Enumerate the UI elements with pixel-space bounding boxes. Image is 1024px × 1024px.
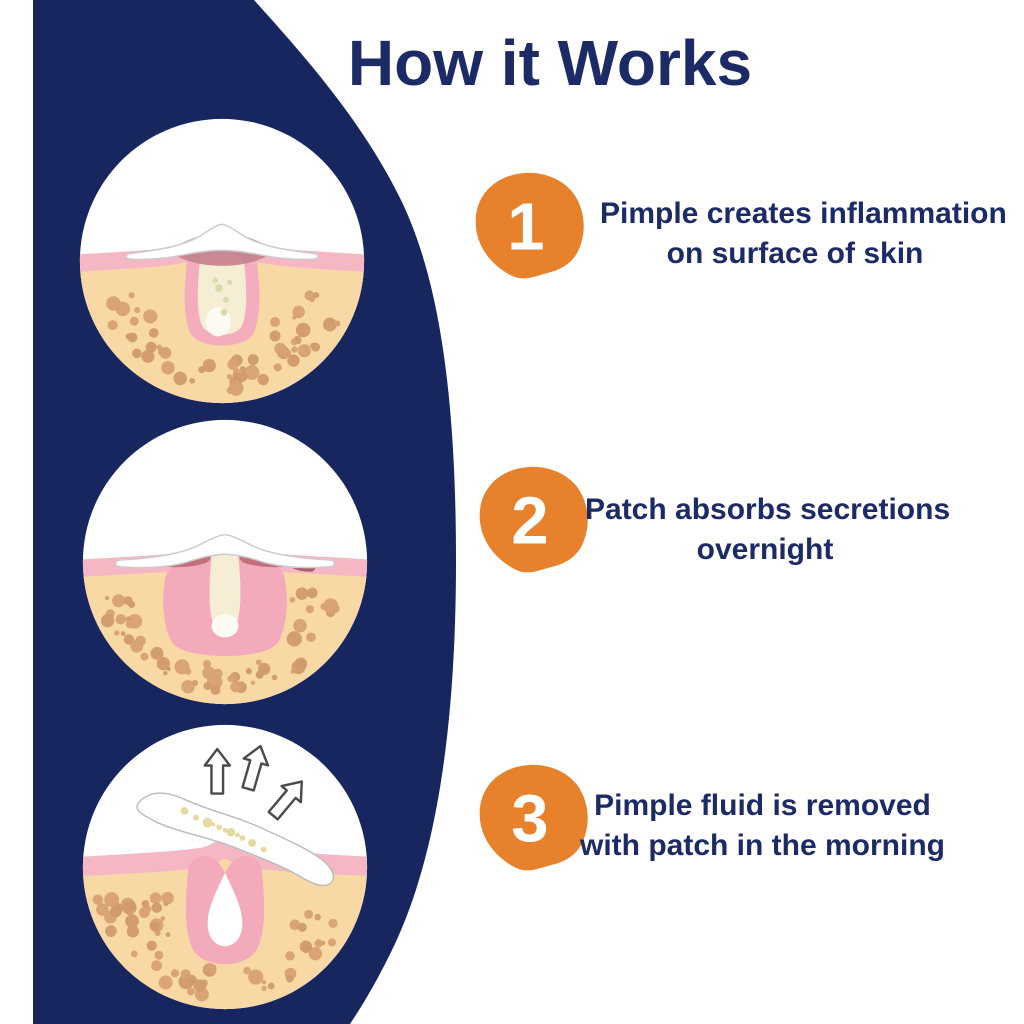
page-title: How it Works (347, 27, 753, 99)
step1-number-badge: 1 (466, 166, 590, 288)
step1-illustration (77, 116, 367, 406)
arrow-icon (267, 780, 303, 821)
step2-illustration (80, 417, 370, 707)
orange-blob-shape (475, 172, 584, 279)
arrow-icon (241, 744, 270, 792)
skin-pores-dots (100, 587, 340, 695)
orange-blob-shape (479, 466, 588, 573)
skin-cross-section-removal-icon (82, 724, 368, 1010)
step2-description: Patch absorbs secretions overnight (585, 490, 951, 570)
orange-blob-shape (479, 764, 588, 871)
skin-pores-dots (92, 891, 338, 1002)
fluid-highlight (211, 614, 239, 638)
step1-description: Pimple creates inflammation on surface o… (600, 194, 1007, 274)
up-arrows-icon (203, 744, 303, 821)
step3-line2: with patch in the morning (580, 829, 945, 862)
empty-pore (207, 872, 243, 947)
step1-line2: on surface of skin (666, 237, 924, 270)
step2-line2: overnight (696, 533, 834, 566)
absorbed-fluid-crumbs (180, 807, 267, 853)
step3-line1: Pimple fluid is removed (594, 789, 931, 822)
patch-shape (125, 223, 319, 261)
skin-cross-section-inflamed-icon (79, 118, 365, 404)
arrow-icon (203, 747, 232, 795)
step2-line1: Patch absorbs secretions (585, 493, 951, 526)
patch-shape (114, 534, 336, 569)
step-number: 1 (507, 189, 544, 264)
step2-number-badge: 2 (470, 460, 594, 582)
step-number: 2 (511, 483, 548, 558)
step3-illustration (80, 722, 370, 1012)
skin-cross-section-absorbing-icon (82, 419, 368, 705)
step3-description: Pimple fluid is removed with patch in th… (575, 786, 950, 866)
removed-patch-shape (136, 792, 335, 887)
pus-fluid (209, 549, 241, 633)
step-number: 3 (511, 781, 548, 856)
step1-line1: Pimple creates inflammation (600, 197, 1007, 230)
pus-specks (212, 277, 233, 316)
step3-number-badge: 3 (470, 758, 594, 880)
skin-pores-dots (106, 290, 341, 396)
